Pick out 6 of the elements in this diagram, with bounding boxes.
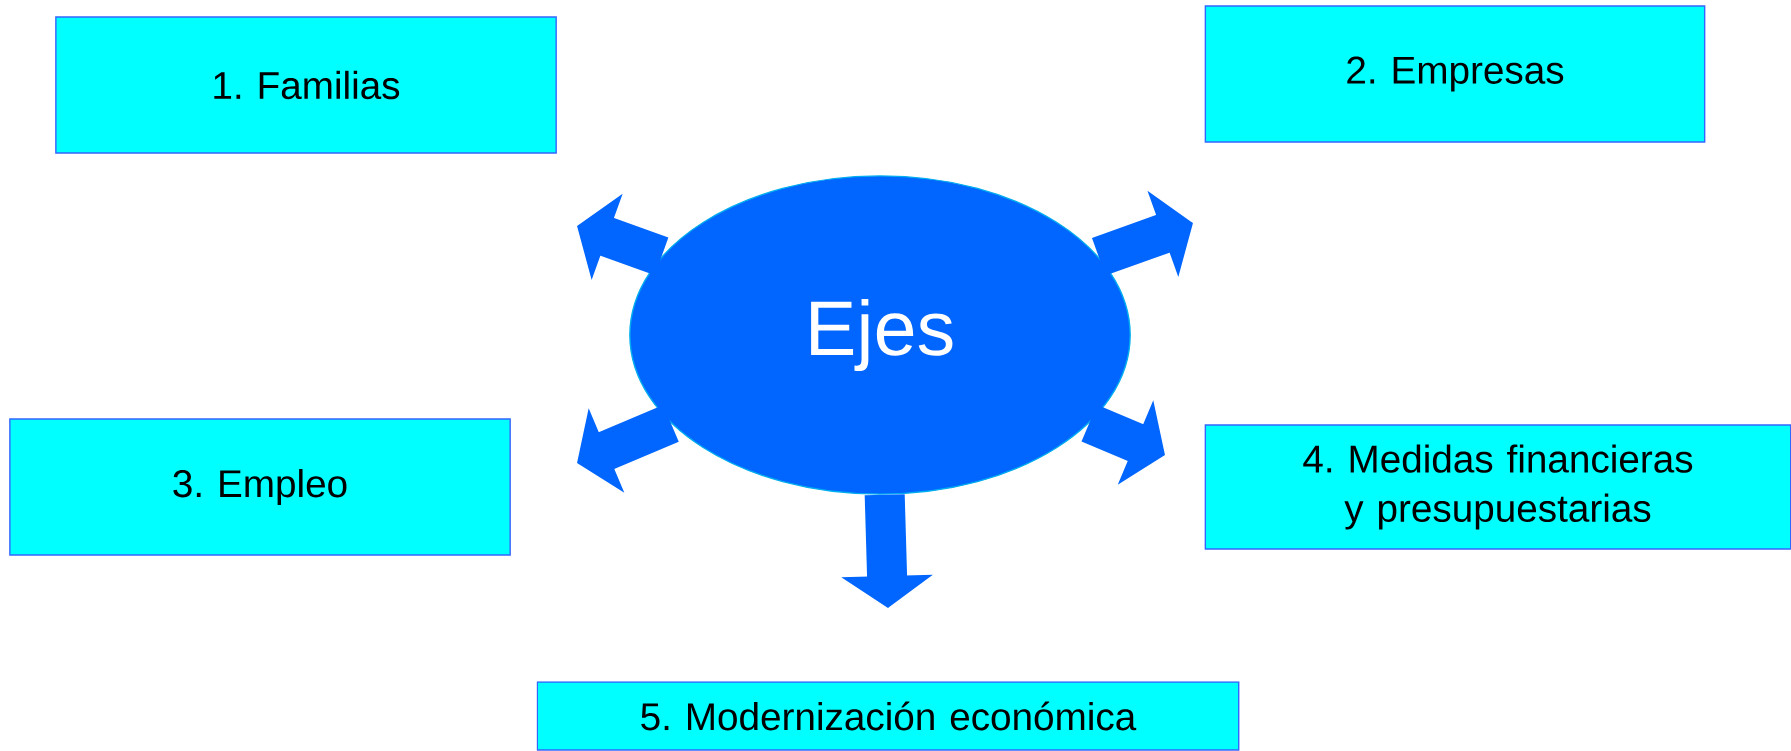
text-box: 2. Empresas: [1204, 5, 1706, 143]
text-box: 4. Medidas financieras y presupuestarias: [1204, 424, 1791, 550]
text-box: 5. Modernización económica: [536, 681, 1240, 751]
text-box: 1. Familias: [55, 16, 557, 154]
text-box: 3. Empleo: [9, 418, 511, 556]
block-arrow: [577, 404, 679, 493]
